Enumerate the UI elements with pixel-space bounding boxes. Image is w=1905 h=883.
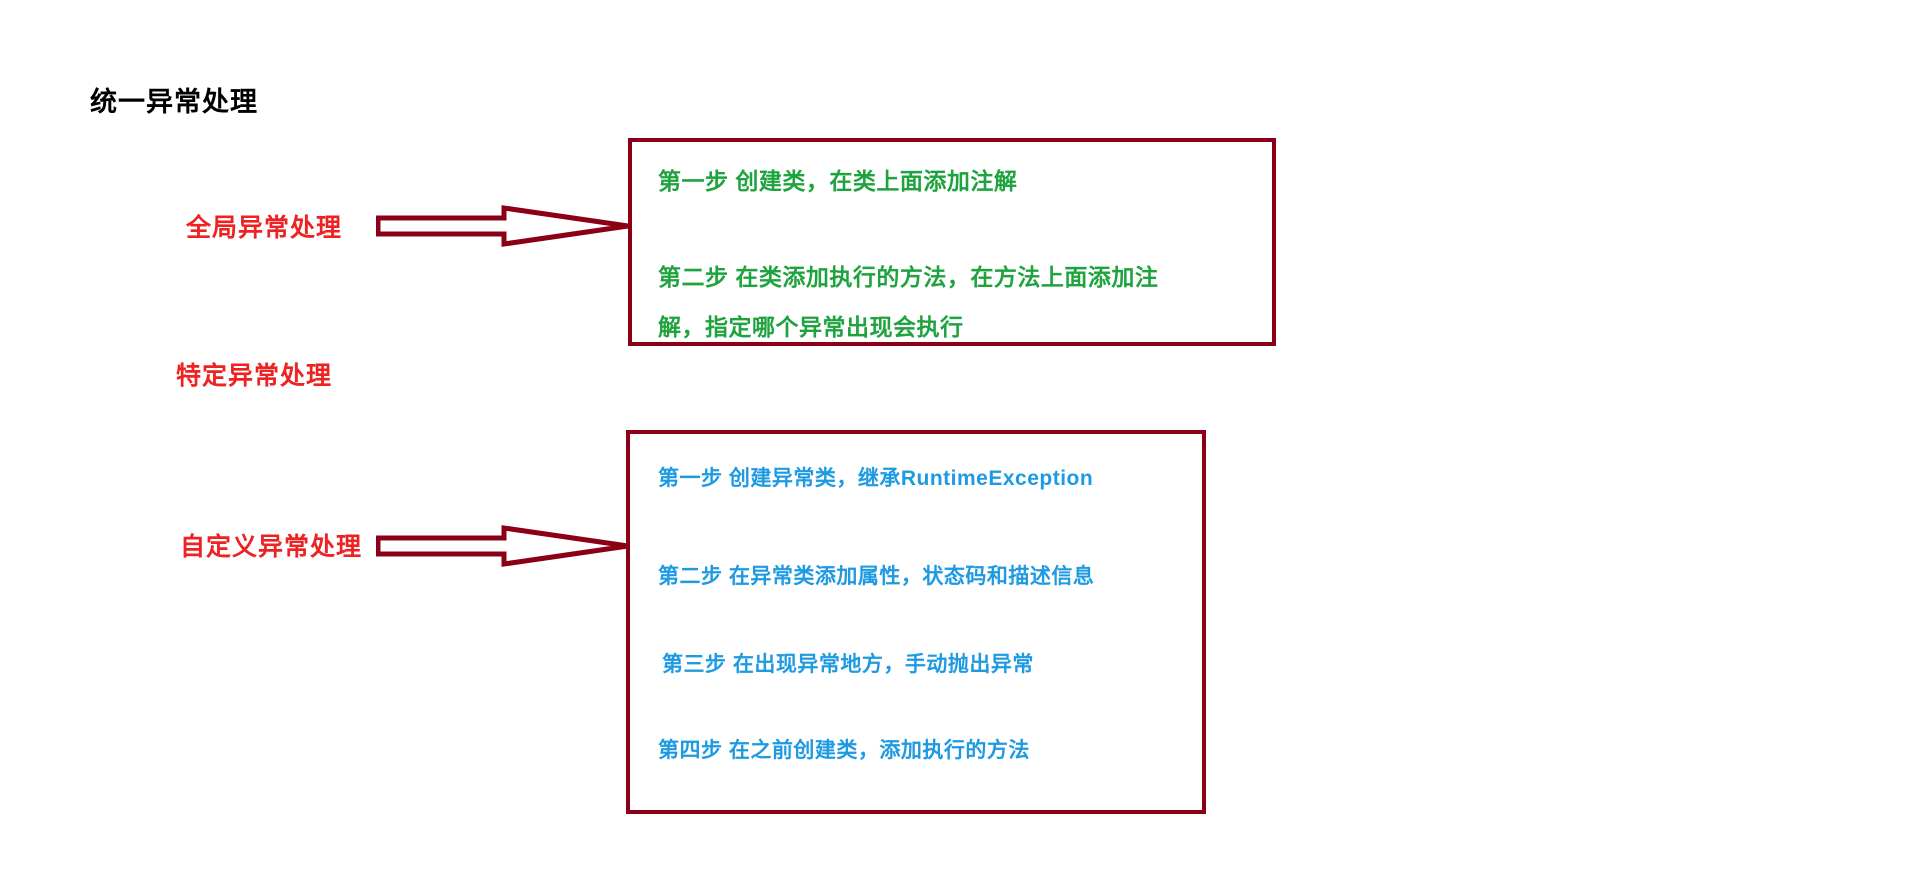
- arrow-custom-to-steps: [375, 518, 632, 581]
- global-step-2-line-2: 解，指定哪个异常出现会执行: [658, 314, 964, 340]
- custom-step-4: 第四步 在之前创建类，添加执行的方法: [658, 739, 1030, 762]
- page-title: 统一异常处理: [90, 87, 258, 117]
- right-arrow-icon: [375, 205, 629, 247]
- global-exception-steps-box: 第一步 创建类，在类上面添加注解 第二步 在类添加执行的方法，在方法上面添加注 …: [628, 138, 1276, 346]
- custom-step-1: 第一步 创建异常类，继承RuntimeException: [658, 467, 1094, 490]
- custom-step-2: 第二步 在异常类添加属性，状态码和描述信息: [658, 565, 1095, 588]
- arrow-global-to-steps: [375, 198, 632, 261]
- label-global-exception-handling: 全局异常处理: [186, 214, 343, 242]
- label-specific-exception-handling: 特定异常处理: [176, 362, 333, 390]
- global-step-2-line-1: 第二步 在类添加执行的方法，在方法上面添加注: [658, 264, 1159, 290]
- custom-exception-steps-box: 第一步 创建异常类，继承RuntimeException 第二步 在异常类添加属…: [626, 430, 1206, 814]
- global-step-1: 第一步 创建类，在类上面添加注解: [658, 168, 1018, 194]
- custom-step-3: 第三步 在出现异常地方，手动抛出异常: [662, 653, 1034, 676]
- label-custom-exception-handling: 自定义异常处理: [180, 533, 363, 561]
- right-arrow-icon: [375, 525, 629, 567]
